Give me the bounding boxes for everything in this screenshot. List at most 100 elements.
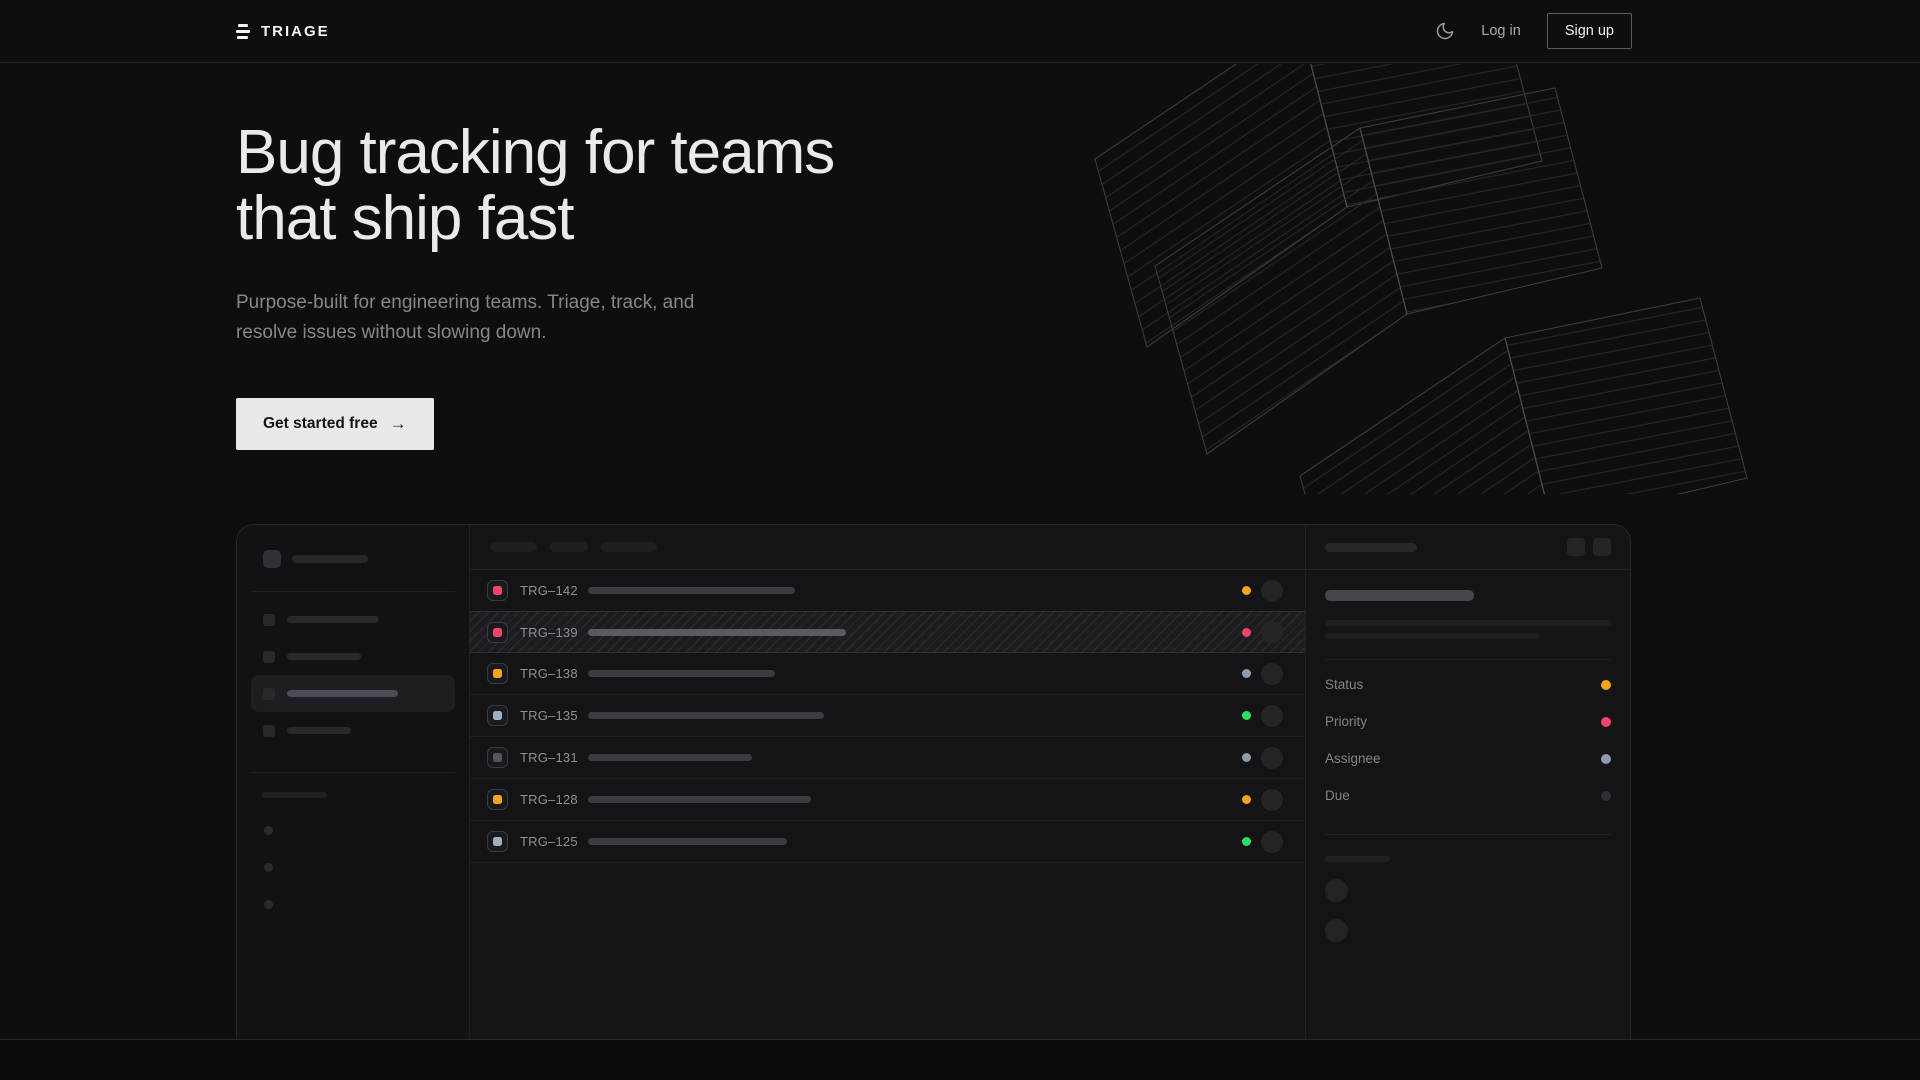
issue-checkbox-icon	[487, 580, 508, 601]
description-placeholder	[1325, 620, 1612, 626]
hero-title-line1: Bug tracking for teams	[236, 118, 834, 187]
property-label: Priority	[1325, 714, 1367, 729]
mockup-sidebar	[237, 525, 470, 1040]
assignee-avatar	[1261, 663, 1283, 685]
detail-body: Status Priority Assignee Due	[1306, 590, 1630, 942]
property-row-priority: Priority	[1325, 703, 1611, 740]
hero-subtitle-line2: resolve issues without slowing down.	[236, 322, 547, 343]
arrow-right-icon: →	[390, 414, 407, 434]
detail-action-placeholder	[1567, 538, 1585, 556]
activity-section-placeholder	[1325, 856, 1390, 862]
wireframe-decoration	[1005, 64, 1780, 494]
status-dot	[1242, 753, 1251, 762]
issue-title-placeholder	[1325, 590, 1474, 601]
sidebar-item-active	[251, 675, 455, 712]
detail-divider	[1325, 834, 1611, 835]
property-row-assignee: Assignee	[1325, 740, 1611, 777]
issue-id: TRG–128	[520, 792, 588, 807]
property-label: Status	[1325, 677, 1363, 692]
issue-checkbox-icon	[487, 789, 508, 810]
assignee-avatar	[1261, 705, 1283, 727]
issue-id: TRG–131	[520, 750, 588, 765]
sidebar-item	[251, 638, 455, 675]
issue-id: TRG–135	[520, 708, 588, 723]
assignee-avatar	[1261, 621, 1283, 643]
brand-name: TRIAGE	[261, 23, 330, 40]
issue-id: TRG–138	[520, 666, 588, 681]
get-started-button[interactable]: Get started free →	[236, 398, 434, 450]
hero-title: Bug tracking for teams that ship fast	[236, 120, 834, 252]
footer	[0, 1039, 1920, 1080]
detail-header	[1306, 525, 1630, 570]
signup-button[interactable]: Sign up	[1547, 13, 1632, 49]
status-dot	[1242, 795, 1251, 804]
issue-title-placeholder	[588, 838, 787, 845]
status-dot	[1242, 586, 1251, 595]
assignee-avatar	[1261, 580, 1283, 602]
login-link[interactable]: Log in	[1481, 23, 1521, 39]
issue-title-placeholder	[588, 670, 775, 677]
workspace-name-placeholder	[292, 555, 368, 563]
detail-divider	[1325, 659, 1611, 660]
workspace-row	[263, 550, 443, 568]
sidebar-item-label-placeholder	[287, 690, 398, 697]
sidebar-item	[251, 712, 455, 749]
issue-checkbox-icon	[487, 831, 508, 852]
issue-checkbox-icon	[487, 622, 508, 643]
due-dot	[1601, 791, 1611, 801]
issue-title-placeholder	[588, 754, 752, 761]
workspace-icon	[263, 550, 281, 568]
property-label: Assignee	[1325, 751, 1381, 766]
sidebar-item-label-placeholder	[287, 653, 361, 660]
hero-subtitle-line1: Purpose-built for engineering teams. Tri…	[236, 292, 694, 313]
issue-checkbox-icon	[487, 747, 508, 768]
issue-checkbox-icon	[487, 705, 508, 726]
assignee-avatar	[1261, 831, 1283, 853]
issue-id: TRG–125	[520, 834, 588, 849]
navbar: TRIAGE Log in Sign up	[0, 0, 1920, 63]
navbar-inner: TRIAGE Log in Sign up	[236, 0, 1632, 62]
navbar-actions: Log in Sign up	[1435, 13, 1632, 49]
sidebar-nav	[237, 601, 469, 749]
hero-title-line2: that ship fast	[236, 184, 574, 253]
comment-avatar-placeholder	[1325, 919, 1348, 942]
issue-row: TRG–138	[470, 653, 1305, 695]
status-dot	[1601, 680, 1611, 690]
sidebar-item-label-placeholder	[287, 616, 379, 623]
assignee-avatar	[1261, 789, 1283, 811]
tab-placeholder	[550, 542, 588, 552]
property-row-status: Status	[1325, 666, 1611, 703]
issue-row: TRG–142	[470, 570, 1305, 612]
status-dot	[1242, 711, 1251, 720]
sidebar-dot	[264, 900, 273, 909]
sidebar-dot	[264, 863, 273, 872]
brand[interactable]: TRIAGE	[236, 23, 330, 40]
sidebar-section-label-placeholder	[262, 792, 327, 798]
app-mockup: TRG–142 TRG–139 TRG–138	[236, 524, 1631, 1040]
priority-dot	[1601, 717, 1611, 727]
issue-id: TRG–139	[520, 625, 588, 640]
theme-toggle[interactable]	[1435, 21, 1455, 41]
tab-placeholder	[490, 542, 537, 552]
detail-action-placeholder	[1593, 538, 1611, 556]
issue-title-placeholder	[588, 712, 824, 719]
hero-subtitle: Purpose-built for engineering teams. Tri…	[236, 288, 694, 348]
sidebar-item-icon	[263, 614, 275, 626]
issue-row: TRG–125	[470, 821, 1305, 863]
cta-label: Get started free	[263, 415, 378, 433]
property-row-due: Due	[1325, 777, 1611, 814]
property-label: Due	[1325, 788, 1350, 803]
sidebar-item-icon	[263, 725, 275, 737]
comment-avatar-placeholder	[1325, 879, 1348, 902]
sidebar-divider	[251, 772, 455, 773]
issue-checkbox-icon	[487, 663, 508, 684]
issue-row: TRG–128	[470, 779, 1305, 821]
issue-title-placeholder	[588, 629, 846, 636]
issue-row: TRG–135	[470, 695, 1305, 737]
sidebar-item-icon	[263, 688, 275, 700]
issue-id: TRG–142	[520, 583, 588, 598]
issue-title-placeholder	[588, 587, 795, 594]
status-dot	[1242, 669, 1251, 678]
sidebar-item-icon	[263, 651, 275, 663]
